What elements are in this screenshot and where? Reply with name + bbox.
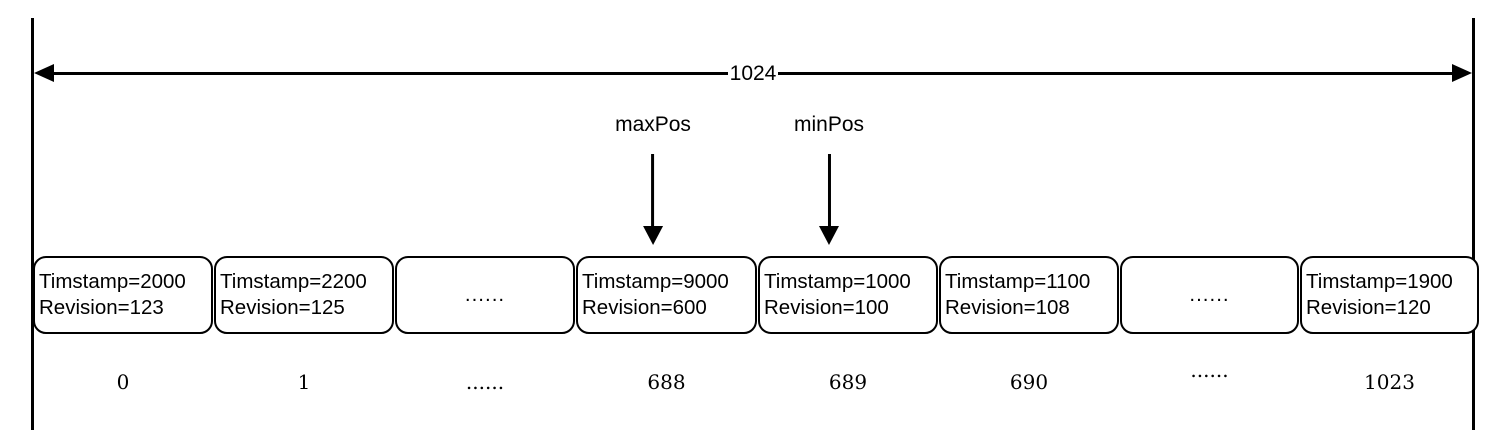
slot-index-label: 690 [1009, 370, 1049, 394]
slot-index-label: 1 [297, 370, 311, 394]
slot-timestamp: Timstamp=1000 [764, 269, 911, 293]
arrow-down-icon [642, 226, 663, 246]
pointer-minpos: minPos [793, 113, 865, 246]
slot-index-label: 689 [828, 370, 868, 394]
slot-revision: Revision=120 [1306, 296, 1431, 319]
arrow-right-icon [1452, 64, 1472, 82]
dimension-line-right [778, 71, 1452, 75]
right-boundary-rail [1472, 18, 1475, 430]
slot-timestamp: Timstamp=1900 [1306, 269, 1453, 293]
left-boundary-rail [31, 18, 34, 430]
slot-index-ellipsis: ...... [465, 370, 505, 394]
slot-revision: Revision=100 [764, 296, 889, 319]
slot-timestamp: Timstamp=2200 [220, 269, 367, 293]
capacity-dimension: 1024 [34, 62, 1472, 84]
slot-index-ellipsis: ...... [1190, 358, 1229, 382]
pointer-minpos-stem [827, 154, 831, 227]
slot-index-row: 0 1...... 688 689 690...... 1023 [33, 360, 1480, 402]
slot-timestamp: Timstamp=2000 [39, 269, 186, 293]
pointer-maxpos: maxPos [615, 113, 691, 246]
slot-timestamp: Timstamp=1100 [945, 269, 1091, 293]
slot-timestamp: Timstamp=9000 [582, 269, 729, 293]
dimension-line-left [54, 71, 728, 75]
slot-ellipsis-text: ...... [464, 282, 506, 306]
arrow-left-icon [34, 64, 54, 82]
slot-index-label: 0 [116, 370, 130, 394]
slot-index-label: 688 [647, 370, 686, 394]
arrow-down-icon [819, 226, 839, 246]
capacity-label: 1024 [729, 61, 777, 85]
slot-ellipsis: ...... [395, 256, 575, 334]
slot-index-label: 1023 [1364, 370, 1415, 394]
slot-revision: Revision=125 [220, 296, 345, 319]
slot-ellipsis: ...... [1120, 256, 1299, 334]
pointer-maxpos-label: maxPos [615, 113, 691, 136]
pointer-minpos-label: minPos [793, 113, 865, 136]
slot-revision: Revision=108 [945, 296, 1070, 319]
pointer-maxpos-stem [651, 154, 655, 227]
slot-revision: Revision=123 [39, 296, 164, 319]
slot-revision: Revision=600 [582, 296, 707, 319]
slot-ellipsis-text: ...... [1189, 282, 1230, 306]
